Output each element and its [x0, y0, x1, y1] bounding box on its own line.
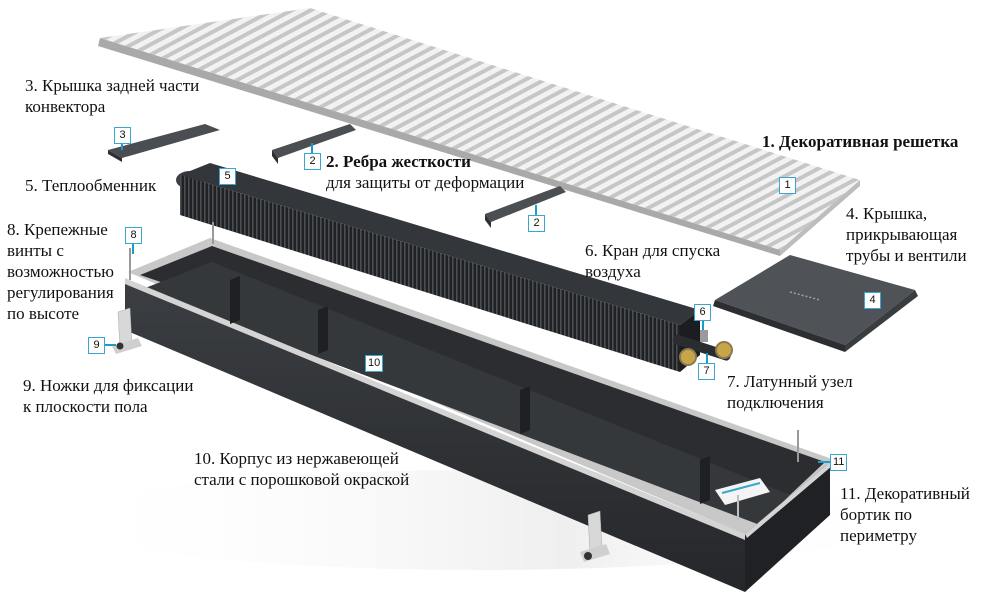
callout-line-11 — [818, 461, 830, 463]
label-line: 10. Корпус из нержавеющей — [194, 449, 399, 468]
label-line: регулирования — [7, 283, 114, 302]
callout-line-2a — [311, 143, 313, 153]
label-line: для защиты от деформации — [326, 173, 525, 192]
callout-tag-5: 5 — [219, 168, 236, 185]
callout-tag-3: 3 — [114, 127, 131, 144]
stiffening-rib-left — [272, 124, 356, 164]
callout-tag-11: 11 — [830, 454, 848, 471]
callout-tag-6: 6 — [694, 304, 711, 321]
label-line: по высоте — [7, 304, 80, 323]
mounting-foot-left — [112, 307, 142, 354]
callout-line-6 — [702, 320, 704, 330]
callout-line-2b — [535, 205, 537, 215]
label-line: 5. Теплообменник — [25, 176, 157, 195]
label-line: к плоскости пола — [23, 397, 148, 416]
label-line: возможностью — [7, 262, 114, 281]
label-line: 4. Крышка, — [846, 204, 928, 223]
brass-connection-unit — [672, 330, 733, 366]
callout-line-9 — [104, 344, 116, 346]
mounting-foot-right — [580, 510, 610, 562]
callout-line-8 — [132, 242, 134, 254]
label-line: конвектора — [25, 97, 106, 116]
callout-line-3 — [121, 141, 123, 150]
label-line: 6. Кран для спуска — [585, 241, 721, 260]
label-line: бортик по — [840, 505, 913, 524]
callout-line-7 — [706, 353, 708, 363]
label-line: трубы и вентили — [846, 246, 967, 265]
label-mounting-feet: 9. Ножки для фиксации к плоскости пола — [23, 375, 193, 417]
rear-cover-part — [108, 124, 220, 162]
label-air-release-valve: 6. Кран для спуска воздуха — [585, 240, 720, 282]
label-rear-cover: 3. Крышка задней части конвектора — [25, 75, 199, 117]
stiffening-rib-right — [485, 186, 566, 228]
callout-tag-9: 9 — [88, 337, 105, 354]
label-line: 3. Крышка задней части — [25, 76, 200, 95]
callout-tag-10: 10 — [365, 355, 384, 372]
label-line: винты с — [7, 241, 64, 260]
decorative-grille — [98, 8, 860, 256]
label-housing: 10. Корпус из нержавеющей стали с порошк… — [194, 448, 409, 490]
callout-tag-8: 8 — [125, 227, 142, 244]
label-line: 11. Декоративный — [840, 484, 970, 503]
label-brass-connection: 7. Латунный узел подключения — [727, 371, 853, 413]
label-line: стали с порошковой окраской — [194, 470, 410, 489]
callout-tag-7: 7 — [698, 363, 715, 380]
label-line: периметру — [840, 526, 917, 545]
housing — [125, 222, 835, 592]
label-decorative-grille: 1. Декоративная решетка — [762, 131, 958, 152]
label-line: 8. Крепежные — [7, 220, 108, 239]
label-mounting-screws: 8. Крепежные винты с возможностью регули… — [7, 219, 114, 324]
label-line: 2. Ребра жесткости — [326, 152, 471, 171]
label-line: подключения — [727, 393, 824, 412]
callout-tag-4: 4 — [864, 292, 881, 309]
label-line: воздуха — [585, 262, 641, 281]
label-line: 7. Латунный узел — [727, 372, 853, 391]
callout-tag-1: 1 — [779, 177, 796, 194]
label-heat-exchanger: 5. Теплообменник — [25, 175, 156, 196]
callout-tag-2b: 2 — [528, 215, 545, 232]
pipe-cover-part — [713, 255, 918, 352]
label-pipe-cover: 4. Крышка, прикрывающая трубы и вентили — [846, 203, 967, 266]
label-stiffening-ribs: 2. Ребра жесткости для защиты от деформа… — [326, 151, 524, 193]
label-line: 9. Ножки для фиксации — [23, 376, 194, 395]
label-decorative-trim: 11. Декоративный бортик по периметру — [840, 483, 970, 546]
callout-tag-2a: 2 — [304, 153, 321, 170]
label-line: 1. Декоративная решетка — [762, 132, 959, 151]
label-line: прикрывающая — [846, 225, 958, 244]
